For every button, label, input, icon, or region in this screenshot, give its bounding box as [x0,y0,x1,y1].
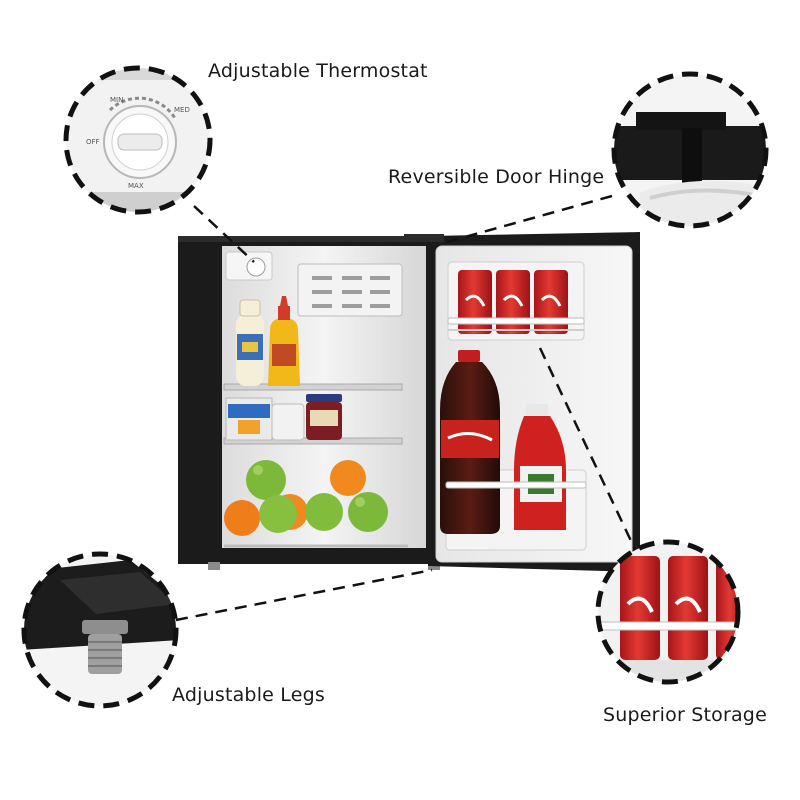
jam-jar [306,394,342,440]
callout-label-hinge: Reversible Door Hinge [388,166,605,188]
ketchup-bottle [514,404,566,530]
callout-hinge-zoom [611,71,769,229]
callout-thermostat-zoom: MIN MED MAX OFF [63,65,213,215]
fridge-door [404,232,640,572]
callout-storage-zoom [595,539,741,685]
dial-med-label: MED [174,106,190,114]
callout-legs-zoom [21,551,179,709]
dial-off-label: OFF [86,138,100,146]
mustard-bottle [268,296,300,386]
callout-lines [175,194,642,622]
milk-bottle [236,299,264,386]
juice-carton [225,397,273,441]
cola-bottle [440,350,500,534]
cheese-tub [271,403,305,441]
fridge-cabinet [178,236,440,570]
dial-min-label: MIN [110,96,123,104]
callout-label-thermostat: Adjustable Thermostat [208,60,428,82]
dial-max-label: MAX [128,182,144,190]
fruit-group [224,460,388,536]
callout-label-legs: Adjustable Legs [172,684,326,706]
callout-label-storage: Superior Storage [603,704,767,726]
